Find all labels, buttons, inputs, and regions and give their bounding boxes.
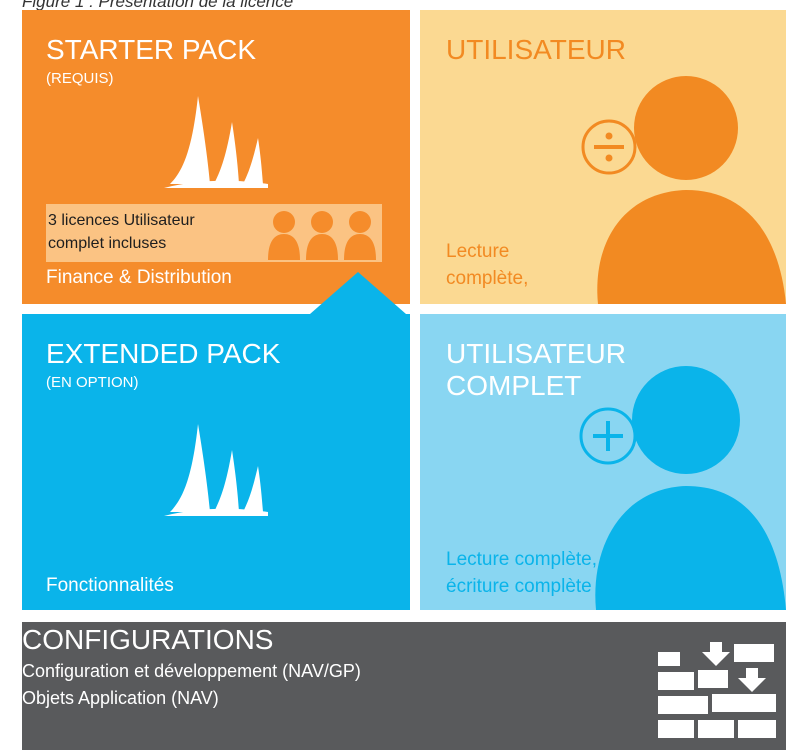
included-users-text: 3 licences Utilisateur complet incluses bbox=[48, 209, 195, 255]
extended-pack-tile: EXTENDED PACK (EN OPTION) Fonctionnalité… bbox=[22, 314, 410, 610]
divide-icon bbox=[581, 119, 637, 175]
user-full-title-line-1: UTILISATEUR bbox=[446, 338, 626, 369]
extended-pack-subtitle: (EN OPTION) bbox=[46, 374, 139, 391]
user-full-tile: UTILISATEUR COMPLET Lecture complète, éc… bbox=[420, 314, 786, 610]
starter-pack-title: STARTER PACK bbox=[46, 34, 257, 65]
user-light-footer-line-2: complète, bbox=[446, 268, 529, 289]
included-users-line-2: complet incluses bbox=[48, 235, 167, 252]
configurations-lines: Configuration et développement (NAV/GP) … bbox=[22, 658, 361, 712]
three-users-icon bbox=[268, 211, 376, 260]
extended-pack-footer: Fonctionnalités bbox=[46, 575, 174, 596]
user-light-footer-line-1: Lecture bbox=[446, 241, 510, 262]
configurations-tile: CONFIGURATIONS Configuration et développ… bbox=[22, 622, 786, 750]
user-light-tile: UTILISATEUR Lecture complète, bbox=[420, 10, 786, 304]
pointer-triangle bbox=[310, 272, 406, 314]
starter-pack-subtitle: (REQUIS) bbox=[46, 70, 114, 87]
brick-wall-icon bbox=[658, 642, 776, 738]
user-full-title-line-2: COMPLET bbox=[446, 370, 582, 401]
user-light-footer: Lecture complète, bbox=[446, 238, 528, 292]
configurations-line-1: Configuration et développement (NAV/GP) bbox=[22, 661, 361, 681]
dynamics-logo-icon bbox=[164, 424, 268, 516]
user-light-title: UTILISATEUR bbox=[446, 34, 626, 65]
included-users-line-1: 3 licences Utilisateur bbox=[48, 212, 195, 229]
user-full-footer-line-1: Lecture complète, bbox=[446, 549, 598, 570]
user-silhouette-icon bbox=[597, 76, 786, 304]
user-full-footer: Lecture complète, écriture complète bbox=[446, 546, 597, 600]
configurations-title: CONFIGURATIONS bbox=[22, 624, 274, 655]
figure-caption: Figure 1 : Présentation de la licence bbox=[22, 0, 294, 11]
starter-pack-tile: STARTER PACK (REQUIS) 3 licences Utilisa… bbox=[22, 10, 410, 304]
dynamics-logo-icon bbox=[164, 96, 268, 188]
included-users-box: 3 licences Utilisateur complet incluses bbox=[46, 204, 382, 262]
user-full-title: UTILISATEUR COMPLET bbox=[446, 338, 626, 402]
configurations-line-2: Objets Application (NAV) bbox=[22, 688, 219, 708]
user-full-footer-line-2: écriture complète bbox=[446, 576, 592, 597]
user-silhouette-icon bbox=[595, 366, 786, 610]
extended-pack-title: EXTENDED PACK bbox=[46, 338, 281, 369]
starter-pack-footer: Finance & Distribution bbox=[46, 267, 232, 288]
plus-icon bbox=[579, 407, 637, 465]
